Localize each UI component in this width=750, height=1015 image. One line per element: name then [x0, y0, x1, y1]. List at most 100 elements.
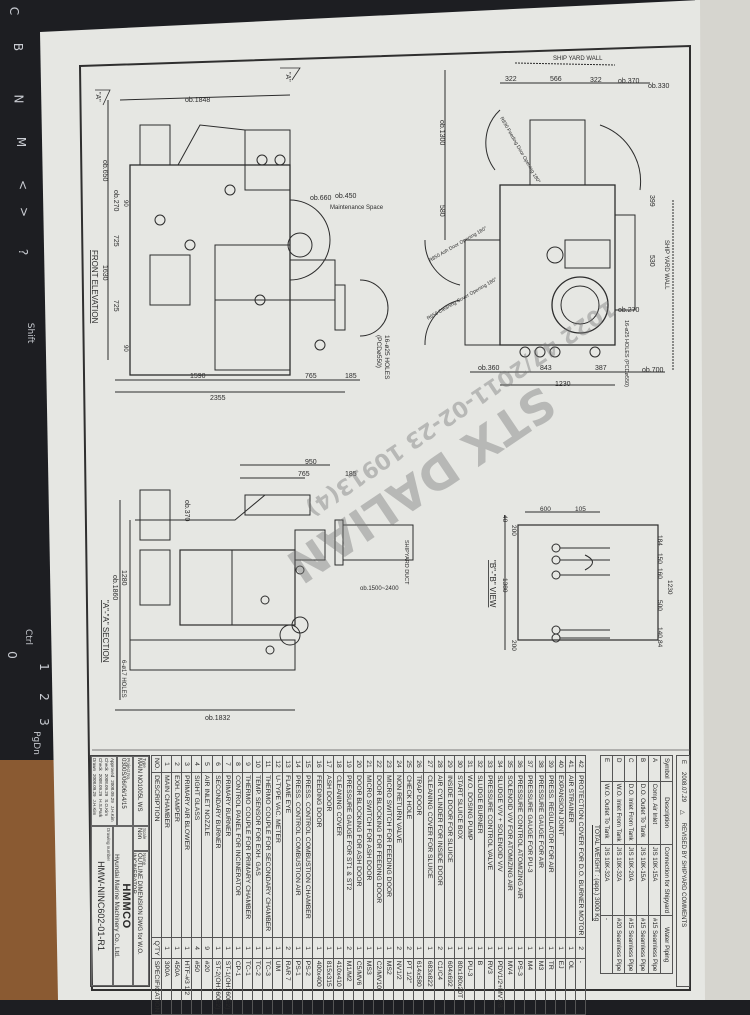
- pitch-160: 160: [656, 568, 663, 579]
- dim-ob1300: ob.1300: [438, 120, 445, 145]
- parts-cell: 2: [403, 937, 414, 959]
- parts-cell: M3: [535, 958, 546, 1015]
- parts-cell: 9: [242, 755, 253, 773]
- parts-cell: SECONDARY BURNER: [212, 772, 223, 938]
- parts-cell: 604x692: [444, 958, 455, 1015]
- connection-cell: -: [600, 915, 613, 974]
- dim-ob1832: ob.1832: [205, 715, 230, 722]
- parts-cell: PRESSURE GAUGE FOR PU-3: [524, 772, 536, 938]
- parts-cell: 2: [393, 937, 404, 959]
- parts-cell: 1: [494, 937, 505, 959]
- parts-cell: 1: [504, 937, 515, 959]
- parts-cell: C1/C4: [434, 958, 445, 1015]
- parts-cell: PRESSURE CONTROL VALVE: [484, 772, 495, 938]
- parts-cell: 36: [514, 755, 525, 773]
- parts-cell: 614x580: [413, 958, 424, 1015]
- parts-cell: 1: [353, 937, 364, 959]
- connection-cell: JIS 10K-15A: [636, 844, 649, 916]
- dim-399: 399: [648, 195, 655, 207]
- parts-cell: PRESSURE CONTROL ATOMIZING AIR: [514, 772, 525, 938]
- flange: [334, 284, 346, 331]
- parts-header-row: NO. DESCRIPTION Q'TY SPECIFICATION: [151, 755, 162, 1015]
- parts-cell: 683x822: [424, 958, 435, 1015]
- damper-frame: [139, 489, 171, 541]
- dim-530: 530: [648, 255, 655, 267]
- parts-cell: 2: [343, 937, 354, 959]
- dim-322-b: 322: [590, 77, 602, 84]
- parts-cell: 16: [312, 755, 324, 773]
- parts-cell: 1: [363, 937, 374, 959]
- parts-cell: 17: [323, 755, 334, 773]
- parts-cell: 1: [565, 937, 576, 959]
- pitch-140: 140: [656, 627, 663, 638]
- col-qty: Q'TY: [151, 937, 162, 959]
- parts-cell: MAIN CHAMBER: [161, 772, 172, 938]
- parts-cell: PDV1/2+MV7/8: [494, 958, 505, 1015]
- front-elevation-title: FRONT ELEVATION: [90, 250, 99, 324]
- door-label-feeding: R830 Feeding Door Opening 180°: [498, 116, 541, 185]
- shipyard-duct: [342, 524, 414, 561]
- section-aa-view: [115, 464, 414, 711]
- bb-body: [517, 524, 659, 641]
- parts-cell: 1: [272, 937, 283, 959]
- parts-cell: ASH DOOR: [323, 772, 334, 938]
- parts-cell: 40: [555, 755, 566, 773]
- parts-cell: DOOR BLOCKING FOR FEEDING DOOR: [373, 772, 384, 938]
- type-value: MAIN NO1005L WS: [136, 758, 142, 812]
- drawing-name: OUTLINE DIMENSION DWG for W.O. INCINERAT…: [133, 853, 142, 955]
- parts-cell: 28: [434, 755, 445, 773]
- col-desc: DESCRIPTION: [151, 772, 162, 938]
- dim-ob330: ob.330: [648, 83, 670, 90]
- dim-843: 843: [540, 365, 552, 372]
- section-mark-a-left: "A": [94, 92, 101, 102]
- parts-cell: 38: [535, 755, 546, 773]
- dim-ob270-side: ob.270: [618, 307, 640, 314]
- maintenance-space-label: Maintenance Space: [330, 205, 384, 211]
- blower-fan: [287, 232, 313, 258]
- drawing-number-label: Drawing number: [106, 828, 111, 862]
- name-label: Name: [142, 853, 147, 866]
- wooden-desk: [0, 760, 60, 1000]
- parts-cell: 1: [514, 937, 525, 959]
- parts-cell: C5/MV6: [353, 958, 364, 1015]
- col-description: Description: [660, 781, 673, 845]
- parts-cell: PT 1/2": [403, 958, 414, 1015]
- approval-cell: Drawn: [92, 758, 97, 772]
- dim-1630: 1630: [101, 265, 108, 281]
- parts-cell: 1: [252, 937, 263, 959]
- parts-cell: 1: [232, 937, 243, 959]
- parts-cell: 13: [282, 755, 293, 773]
- approval-row: Drawn2008.09.29J.H.Kim: [91, 758, 97, 824]
- dim-1280: 1280: [120, 570, 127, 586]
- parts-cell: 410x410: [333, 958, 344, 1015]
- adjacent-paper: [695, 0, 750, 1000]
- control-panel-outline: [214, 244, 291, 371]
- parts-cell: PS-2: [302, 958, 313, 1015]
- parts-cell: FLAME EYE: [282, 772, 293, 938]
- connection-cell: W.O. Inlet From Tank: [612, 781, 625, 845]
- parts-cell: AIR INLET NOZZLE: [201, 772, 213, 938]
- connection-cell: W.O. Outlet To Tank: [600, 781, 613, 845]
- parts-cell: 1: [212, 937, 223, 959]
- connection-cell: C: [624, 755, 637, 782]
- parts-cell: 1: [222, 937, 233, 959]
- parts-cell: PU-3: [464, 958, 475, 1015]
- parts-cell: EJ: [555, 958, 566, 1015]
- pcd-label: (PCDø550): [375, 335, 382, 368]
- parts-cell: 1: [242, 937, 253, 959]
- side-holes-label: 16-ø25 HOLES (PCDø550): [623, 320, 629, 387]
- parts-cell: PROTECTION COVER FOR D.O. BURNER MOTOR: [575, 772, 586, 938]
